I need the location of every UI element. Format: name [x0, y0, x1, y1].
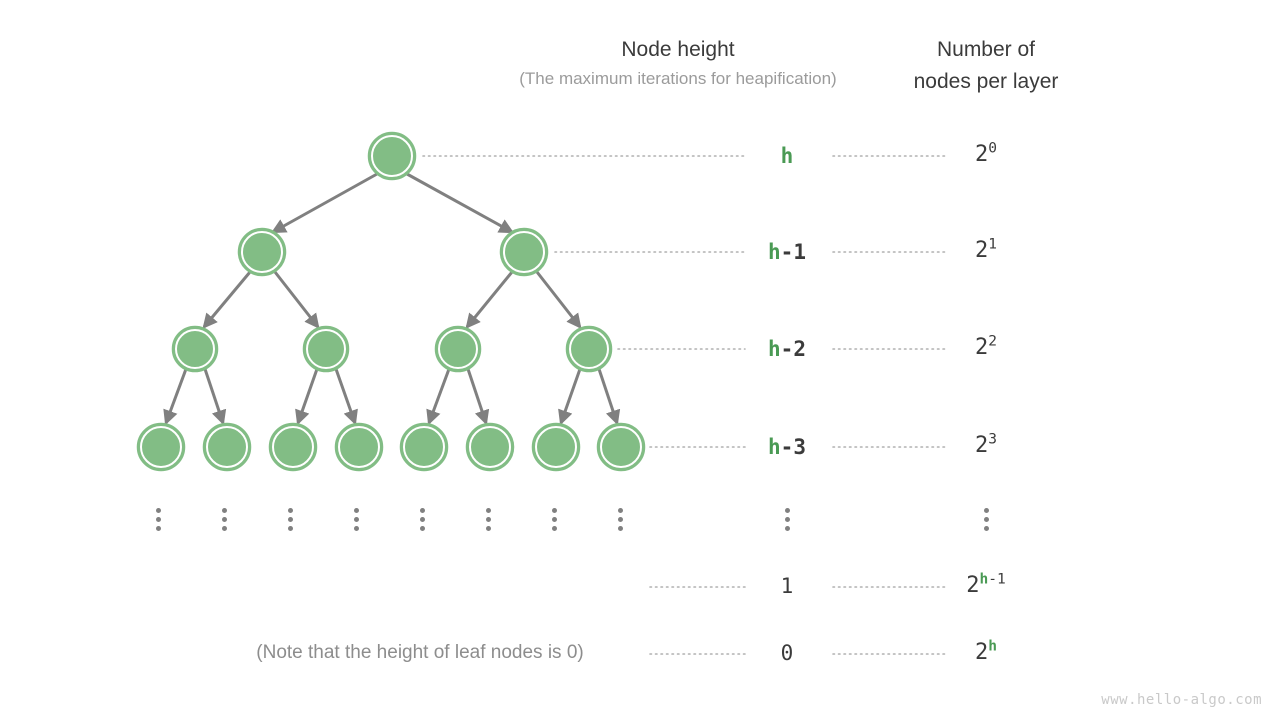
tree-node — [565, 325, 613, 373]
height-label-row-1: h-1 — [707, 240, 867, 264]
tree-ellipsis — [351, 508, 361, 531]
count-exponent: 1 — [988, 236, 997, 253]
count-exponent: 2 — [988, 333, 997, 350]
height-symbol: h — [768, 337, 781, 361]
tree-node — [434, 325, 482, 373]
count-base: 2 — [966, 573, 980, 598]
count-label-row-3: 23 — [906, 431, 1066, 458]
node-height-subtitle: (The maximum iterations for heapificatio… — [519, 69, 837, 89]
count-base: 2 — [975, 142, 989, 167]
tree-node — [268, 422, 318, 472]
leader-lines-height-to-count — [832, 155, 946, 655]
count-base: 2 — [975, 640, 989, 665]
height-label-row-2: h-2 — [707, 337, 867, 361]
count-label-row-5: 2h-1 — [906, 571, 1066, 598]
tree-node — [202, 422, 252, 472]
column-header-node-height: Node height (The maximum iterations for … — [478, 36, 878, 91]
height-symbol: h — [768, 240, 781, 264]
height-label-row-5: 1 — [707, 574, 867, 598]
count-exponent-symbol: h — [979, 571, 989, 588]
tree-ellipsis — [417, 508, 427, 531]
tree-nodes — [136, 131, 646, 472]
node-height-title: Node height — [621, 38, 735, 61]
tree-node — [334, 422, 384, 472]
tree-node — [237, 227, 287, 277]
tree-node — [596, 422, 646, 472]
height-label-row-3: h-3 — [707, 435, 867, 459]
height-offset: -1 — [780, 240, 806, 264]
height-symbol: h — [780, 144, 794, 168]
count-base: 2 — [975, 335, 989, 360]
count-column-ellipsis — [981, 508, 991, 531]
leader-lines-tree-to-height — [422, 155, 746, 655]
count-exponent: 3 — [988, 431, 997, 448]
count-exponent: 0 — [988, 140, 997, 157]
tree-ellipsis — [285, 508, 295, 531]
count-label-row-6: 2h — [906, 638, 1066, 665]
nodes-per-layer-title-line1: Number of — [936, 38, 1036, 61]
height-symbol: h — [768, 435, 781, 459]
tree-ellipsis — [549, 508, 559, 531]
tree-node — [136, 422, 186, 472]
height-offset: -2 — [780, 337, 806, 361]
tree-ellipsis — [153, 508, 163, 531]
count-exponent-symbol: h — [988, 638, 997, 655]
tree-ellipsis — [219, 508, 229, 531]
column-header-nodes-per-layer: Number of nodes per layer — [886, 36, 1086, 97]
height-offset: -3 — [780, 435, 806, 459]
count-label-row-0: 20 — [906, 140, 1066, 167]
tree-node — [171, 325, 219, 373]
nodes-per-layer-title-line2: nodes per layer — [913, 70, 1059, 94]
tree-edges — [163, 172, 621, 426]
count-base: 2 — [975, 238, 989, 263]
height-value: 1 — [780, 574, 794, 598]
count-base: 2 — [975, 433, 989, 458]
tree-node — [499, 227, 549, 277]
leaf-height-note: (Note that the height of leaf nodes is 0… — [256, 642, 584, 663]
height-label-row-0: h — [707, 144, 867, 168]
count-exponent-offset: -1 — [988, 571, 1006, 588]
tree-node — [302, 325, 350, 373]
tree-node — [531, 422, 581, 472]
tree-node — [465, 422, 515, 472]
height-label-row-6: 0 — [707, 641, 867, 665]
tree-ellipsis — [615, 508, 625, 531]
tree-node — [399, 422, 449, 472]
count-label-row-2: 22 — [906, 333, 1066, 360]
tree-ellipsis — [483, 508, 493, 531]
height-value: 0 — [780, 641, 794, 665]
count-label-row-1: 21 — [906, 236, 1066, 263]
tree-node — [367, 131, 417, 181]
height-column-ellipsis — [782, 508, 792, 531]
watermark: www.hello-algo.com — [1101, 692, 1262, 708]
